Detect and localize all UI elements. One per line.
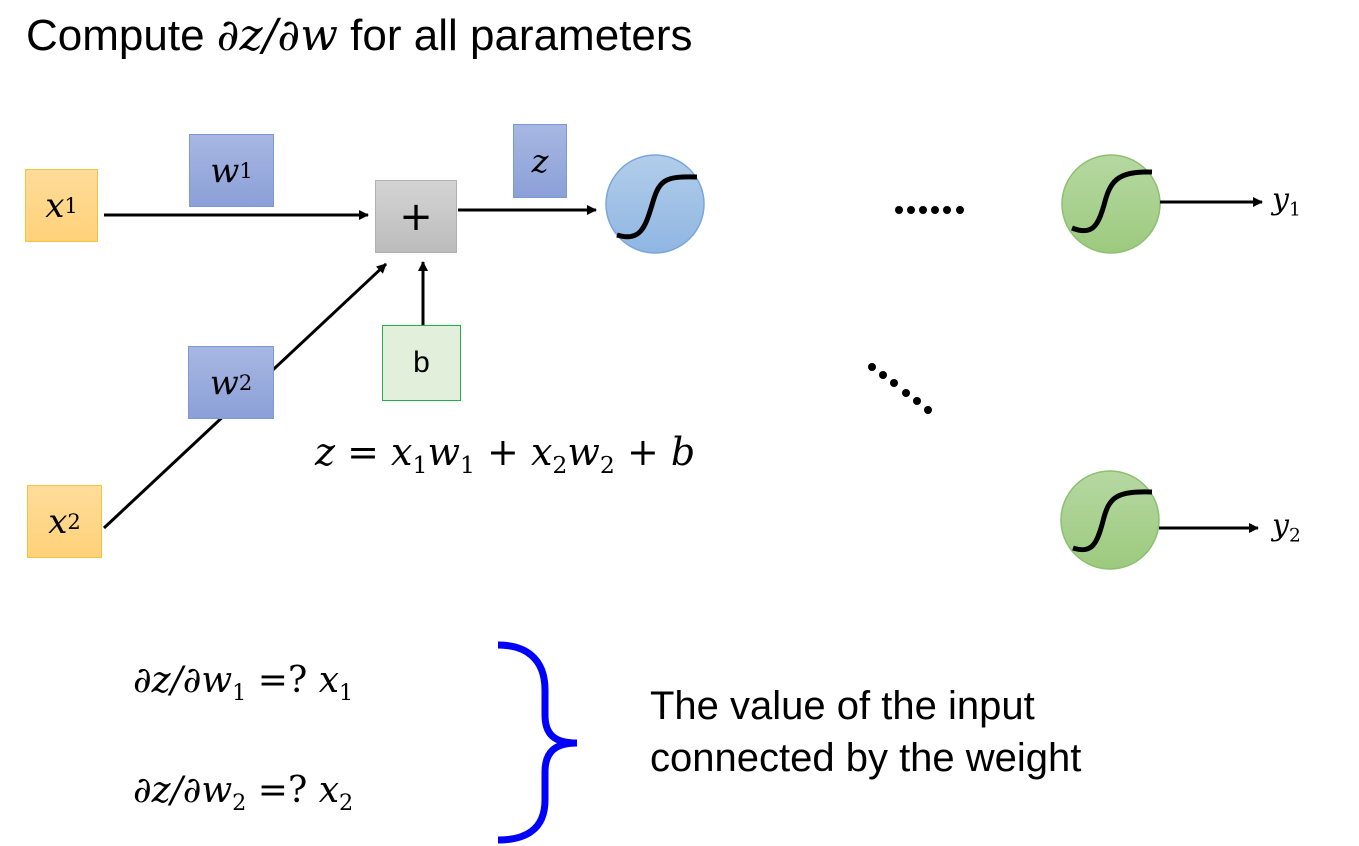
deriv2-ans-sub: 2 [339, 789, 354, 816]
sigmoid-neuron-green-y2 [1060, 470, 1160, 570]
caption-line-2: connected by the weight [650, 736, 1082, 780]
deriv2-op: =? [246, 770, 319, 811]
deriv1-ans-sub: 1 [339, 679, 354, 706]
sum-node: + [375, 180, 457, 253]
bias-label: b [413, 346, 430, 379]
output-y2-var: y [1272, 508, 1289, 543]
deriv1-lhs: ∂z/∂w [133, 660, 233, 701]
node-z: z [513, 124, 567, 198]
output-y2: y2 [1272, 508, 1301, 547]
eq-x2-sub: 2 [552, 451, 568, 480]
plus-icon: + [399, 193, 433, 240]
bias-b: b [382, 325, 461, 401]
slide-title: Compute ∂z/∂w for all parameters [26, 10, 693, 61]
eq-x2: x [530, 430, 553, 474]
deriv1-op: =? [246, 660, 319, 701]
deriv2-ans: x [318, 770, 340, 811]
input-x1-sub: 1 [64, 193, 78, 218]
eq-x1-sub: 1 [412, 451, 428, 480]
eq-w1: w [427, 430, 460, 474]
eq-w2: w [567, 430, 600, 474]
input-x1-var: x [45, 185, 65, 226]
diagonal-ellipsis [868, 363, 932, 414]
deriv2-lhs: ∂z/∂w [133, 770, 233, 811]
derivative-w1: ∂z/∂w1 =? x1 [133, 660, 353, 706]
weight-w1-sub: 1 [239, 158, 253, 183]
weight-w1-var: w [210, 150, 240, 191]
eq-w1-sub: 1 [459, 451, 475, 480]
deriv2-sub: 2 [232, 789, 247, 816]
weight-w2-var: w [209, 362, 239, 403]
caption-line-1: The value of the input [650, 684, 1035, 728]
node-z-var: z [531, 142, 549, 180]
horizontal-ellipsis [895, 206, 964, 214]
sigmoid-curve-icon [1072, 489, 1153, 553]
output-y1-sub: 1 [1288, 199, 1301, 221]
curly-brace-icon [497, 641, 578, 844]
linear-equation: z = x1w1 + x2w2 + b [315, 430, 695, 479]
eq-equals: = [335, 430, 392, 474]
eq-z: z [315, 430, 336, 474]
sigmoid-curve-icon [1071, 169, 1153, 234]
explanation-caption: The value of the input connected by the … [650, 680, 1081, 784]
title-suffix: for all parameters [337, 11, 693, 60]
title-math: ∂z/∂w [216, 10, 338, 61]
weight-w2-sub: 2 [238, 370, 253, 395]
derivative-w2: ∂z/∂w2 =? x2 [133, 770, 353, 816]
output-y1-var: y [1272, 182, 1289, 217]
deriv1-sub: 1 [232, 679, 247, 706]
eq-b: b [670, 430, 696, 474]
eq-x1: x [391, 430, 413, 474]
output-y2-sub: 2 [1288, 525, 1301, 547]
eq-w2-sub: 2 [599, 451, 615, 480]
eq-plus-2: + [614, 430, 671, 474]
sigmoid-curve-icon [616, 174, 698, 240]
title-prefix: Compute [26, 11, 217, 60]
eq-plus-1: + [474, 430, 531, 474]
output-y1: y1 [1272, 182, 1301, 221]
input-x2-var: x [48, 501, 68, 542]
input-x2-sub: 2 [67, 509, 81, 534]
deriv1-ans: x [318, 660, 340, 701]
